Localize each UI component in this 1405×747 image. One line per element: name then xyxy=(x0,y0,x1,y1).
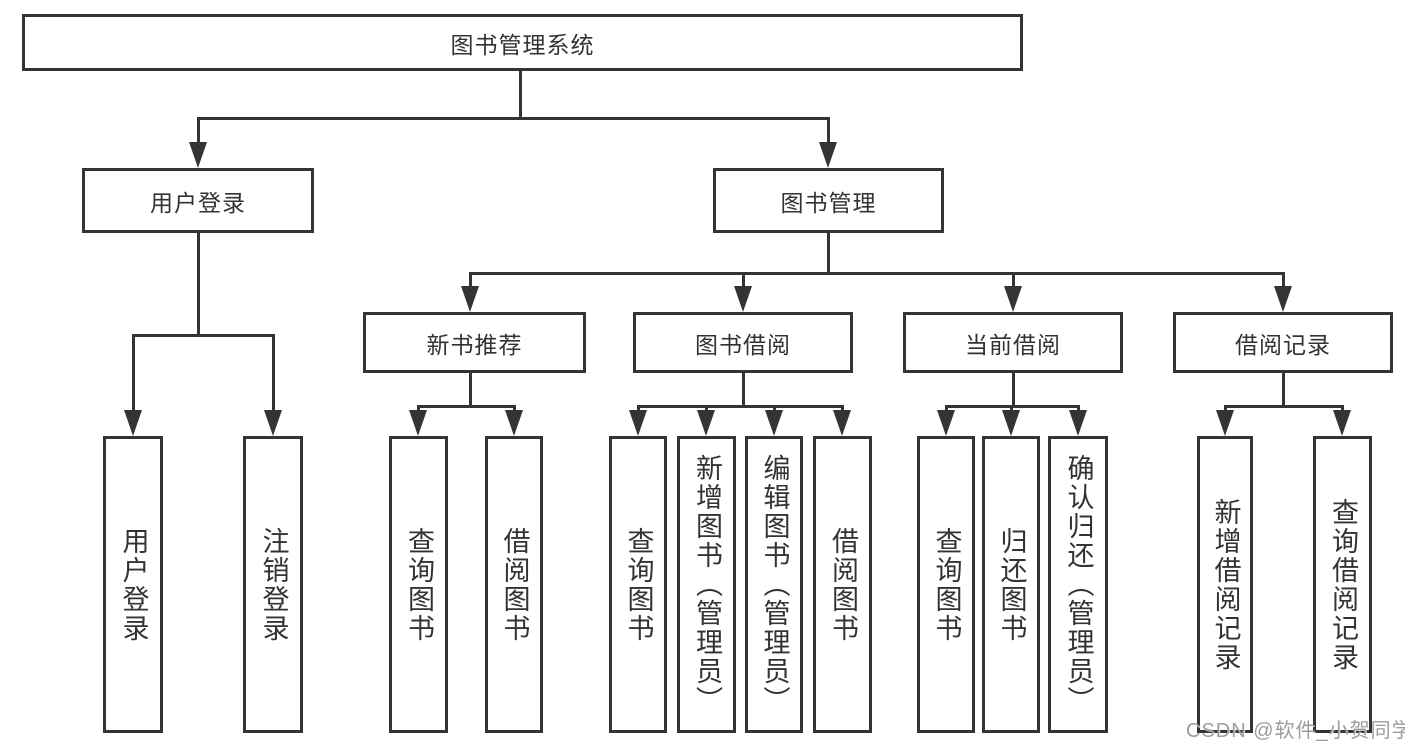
arrow-to-cb-return-head xyxy=(1002,410,1020,436)
node-new-book-recommendation-label: 新书推荐 xyxy=(426,331,523,358)
watermark: CSDN @软件_小贺同学 xyxy=(1186,720,1405,742)
branch-new-book xyxy=(416,404,516,408)
arrow-to-new-book-head xyxy=(461,286,479,312)
arrow-to-bb-borrow-head xyxy=(833,410,851,436)
arrow-to-leaf-logout-stem xyxy=(271,335,275,416)
arrow-to-br-add-head xyxy=(1216,410,1234,436)
leaf-query-borrow-record-label: 查询借阅记录 xyxy=(1328,497,1358,672)
stem-book-borrow xyxy=(741,373,745,407)
leaf-return-books-label: 归还图书 xyxy=(996,526,1027,643)
leaf-query-books-borrowing-label: 查询图书 xyxy=(623,526,654,643)
arrow-to-bb-query-head xyxy=(629,410,647,436)
arrow-to-borrow-record-stem xyxy=(1281,273,1285,292)
leaf-user-login: 用户登录 xyxy=(103,436,163,733)
leaf-borrow-books-newbook-label: 借阅图书 xyxy=(499,526,530,643)
branch-borrow-record xyxy=(1223,404,1344,408)
arrow-to-br-query-head xyxy=(1333,410,1351,436)
branch-book-mgmt xyxy=(468,271,1285,275)
leaf-add-books-admin: 新增图书（管理员） xyxy=(677,436,736,733)
node-borrowing-records-label: 借阅记录 xyxy=(1235,331,1331,358)
node-library-management-system-label: 图书管理系统 xyxy=(450,31,595,58)
node-book-management-label: 图书管理 xyxy=(780,189,877,216)
node-new-book-recommendation: 新书推荐 xyxy=(363,312,586,373)
leaf-user-login-label: 用户登录 xyxy=(118,526,149,643)
leaf-query-books-current-label: 查询图书 xyxy=(931,526,962,643)
arrow-to-new-book-stem xyxy=(468,273,472,292)
stem-root xyxy=(518,70,522,119)
leaf-add-borrow-record: 新增借阅记录 xyxy=(1197,436,1253,733)
arrow-to-leaf-logout-head xyxy=(264,410,282,436)
stem-book-mgmt xyxy=(826,233,830,274)
arrow-to-bb-edit-head xyxy=(765,410,783,436)
stem-borrow-record xyxy=(1281,373,1285,407)
arrow-to-cb-query-head xyxy=(937,410,955,436)
arrow-to-user-login-head xyxy=(189,142,207,168)
leaf-borrow-books-borrowing-label: 借阅图书 xyxy=(828,526,858,643)
leaf-return-books: 归还图书 xyxy=(982,436,1040,733)
arrow-to-book-borrow-stem xyxy=(741,273,745,292)
node-current-borrowing-label: 当前借阅 xyxy=(965,331,1061,358)
stem-current-borrow xyxy=(1011,373,1015,407)
branch-root xyxy=(196,116,830,120)
leaf-add-books-admin-label: 新增图书（管理员） xyxy=(692,454,722,715)
arrow-to-cb-confirm-head xyxy=(1069,410,1087,436)
node-library-management-system: 图书管理系统 xyxy=(22,14,1023,71)
arrow-to-bb-add-head xyxy=(697,410,715,436)
arrow-to-current-borrow-head xyxy=(1004,286,1022,312)
leaf-confirm-return-admin-label: 确认归还（管理员） xyxy=(1063,454,1094,715)
leaf-logout-label: 注销登录 xyxy=(258,526,289,643)
arrow-to-nb-query-head xyxy=(409,410,427,436)
leaf-query-books-newbook-label: 查询图书 xyxy=(404,526,434,643)
leaf-confirm-return-admin: 确认归还（管理员） xyxy=(1048,436,1108,733)
branch-user-login xyxy=(131,333,275,337)
leaf-borrow-books-newbook: 借阅图书 xyxy=(485,436,543,733)
node-current-borrowing: 当前借阅 xyxy=(903,312,1123,373)
arrow-to-nb-borrow-head xyxy=(505,410,523,436)
leaf-query-books-borrowing: 查询图书 xyxy=(609,436,667,733)
leaf-query-books-newbook: 查询图书 xyxy=(389,436,448,733)
arrow-to-borrow-record-head xyxy=(1274,286,1292,312)
leaf-add-borrow-record-label: 新增借阅记录 xyxy=(1210,497,1241,672)
branch-book-borrow xyxy=(636,404,844,408)
arrow-to-leaf-user-login-head xyxy=(124,410,142,436)
node-user-login-label: 用户登录 xyxy=(150,189,246,216)
leaf-borrow-books-borrowing: 借阅图书 xyxy=(813,436,872,733)
node-user-login: 用户登录 xyxy=(82,168,314,233)
node-book-borrowing-label: 图书借阅 xyxy=(695,331,791,358)
leaf-edit-books-admin: 编辑图书（管理员） xyxy=(745,436,803,733)
leaf-edit-books-admin-label: 编辑图书（管理员） xyxy=(759,454,790,715)
leaf-query-books-current: 查询图书 xyxy=(917,436,975,733)
arrow-to-user-login-stem xyxy=(196,118,200,148)
arrow-to-book-mgmt-head xyxy=(819,142,837,168)
leaf-query-borrow-record: 查询借阅记录 xyxy=(1313,436,1372,733)
node-book-management: 图书管理 xyxy=(713,168,944,233)
arrow-to-current-borrow-stem xyxy=(1011,273,1015,292)
stem-new-book xyxy=(468,373,472,407)
leaf-logout: 注销登录 xyxy=(243,436,303,733)
arrow-to-book-mgmt-stem xyxy=(826,118,830,148)
arrow-to-book-borrow-head xyxy=(734,286,752,312)
node-borrowing-records: 借阅记录 xyxy=(1173,312,1393,373)
stem-user-login xyxy=(196,233,200,336)
node-book-borrowing: 图书借阅 xyxy=(633,312,853,373)
arrow-to-leaf-user-login-stem xyxy=(131,335,135,416)
